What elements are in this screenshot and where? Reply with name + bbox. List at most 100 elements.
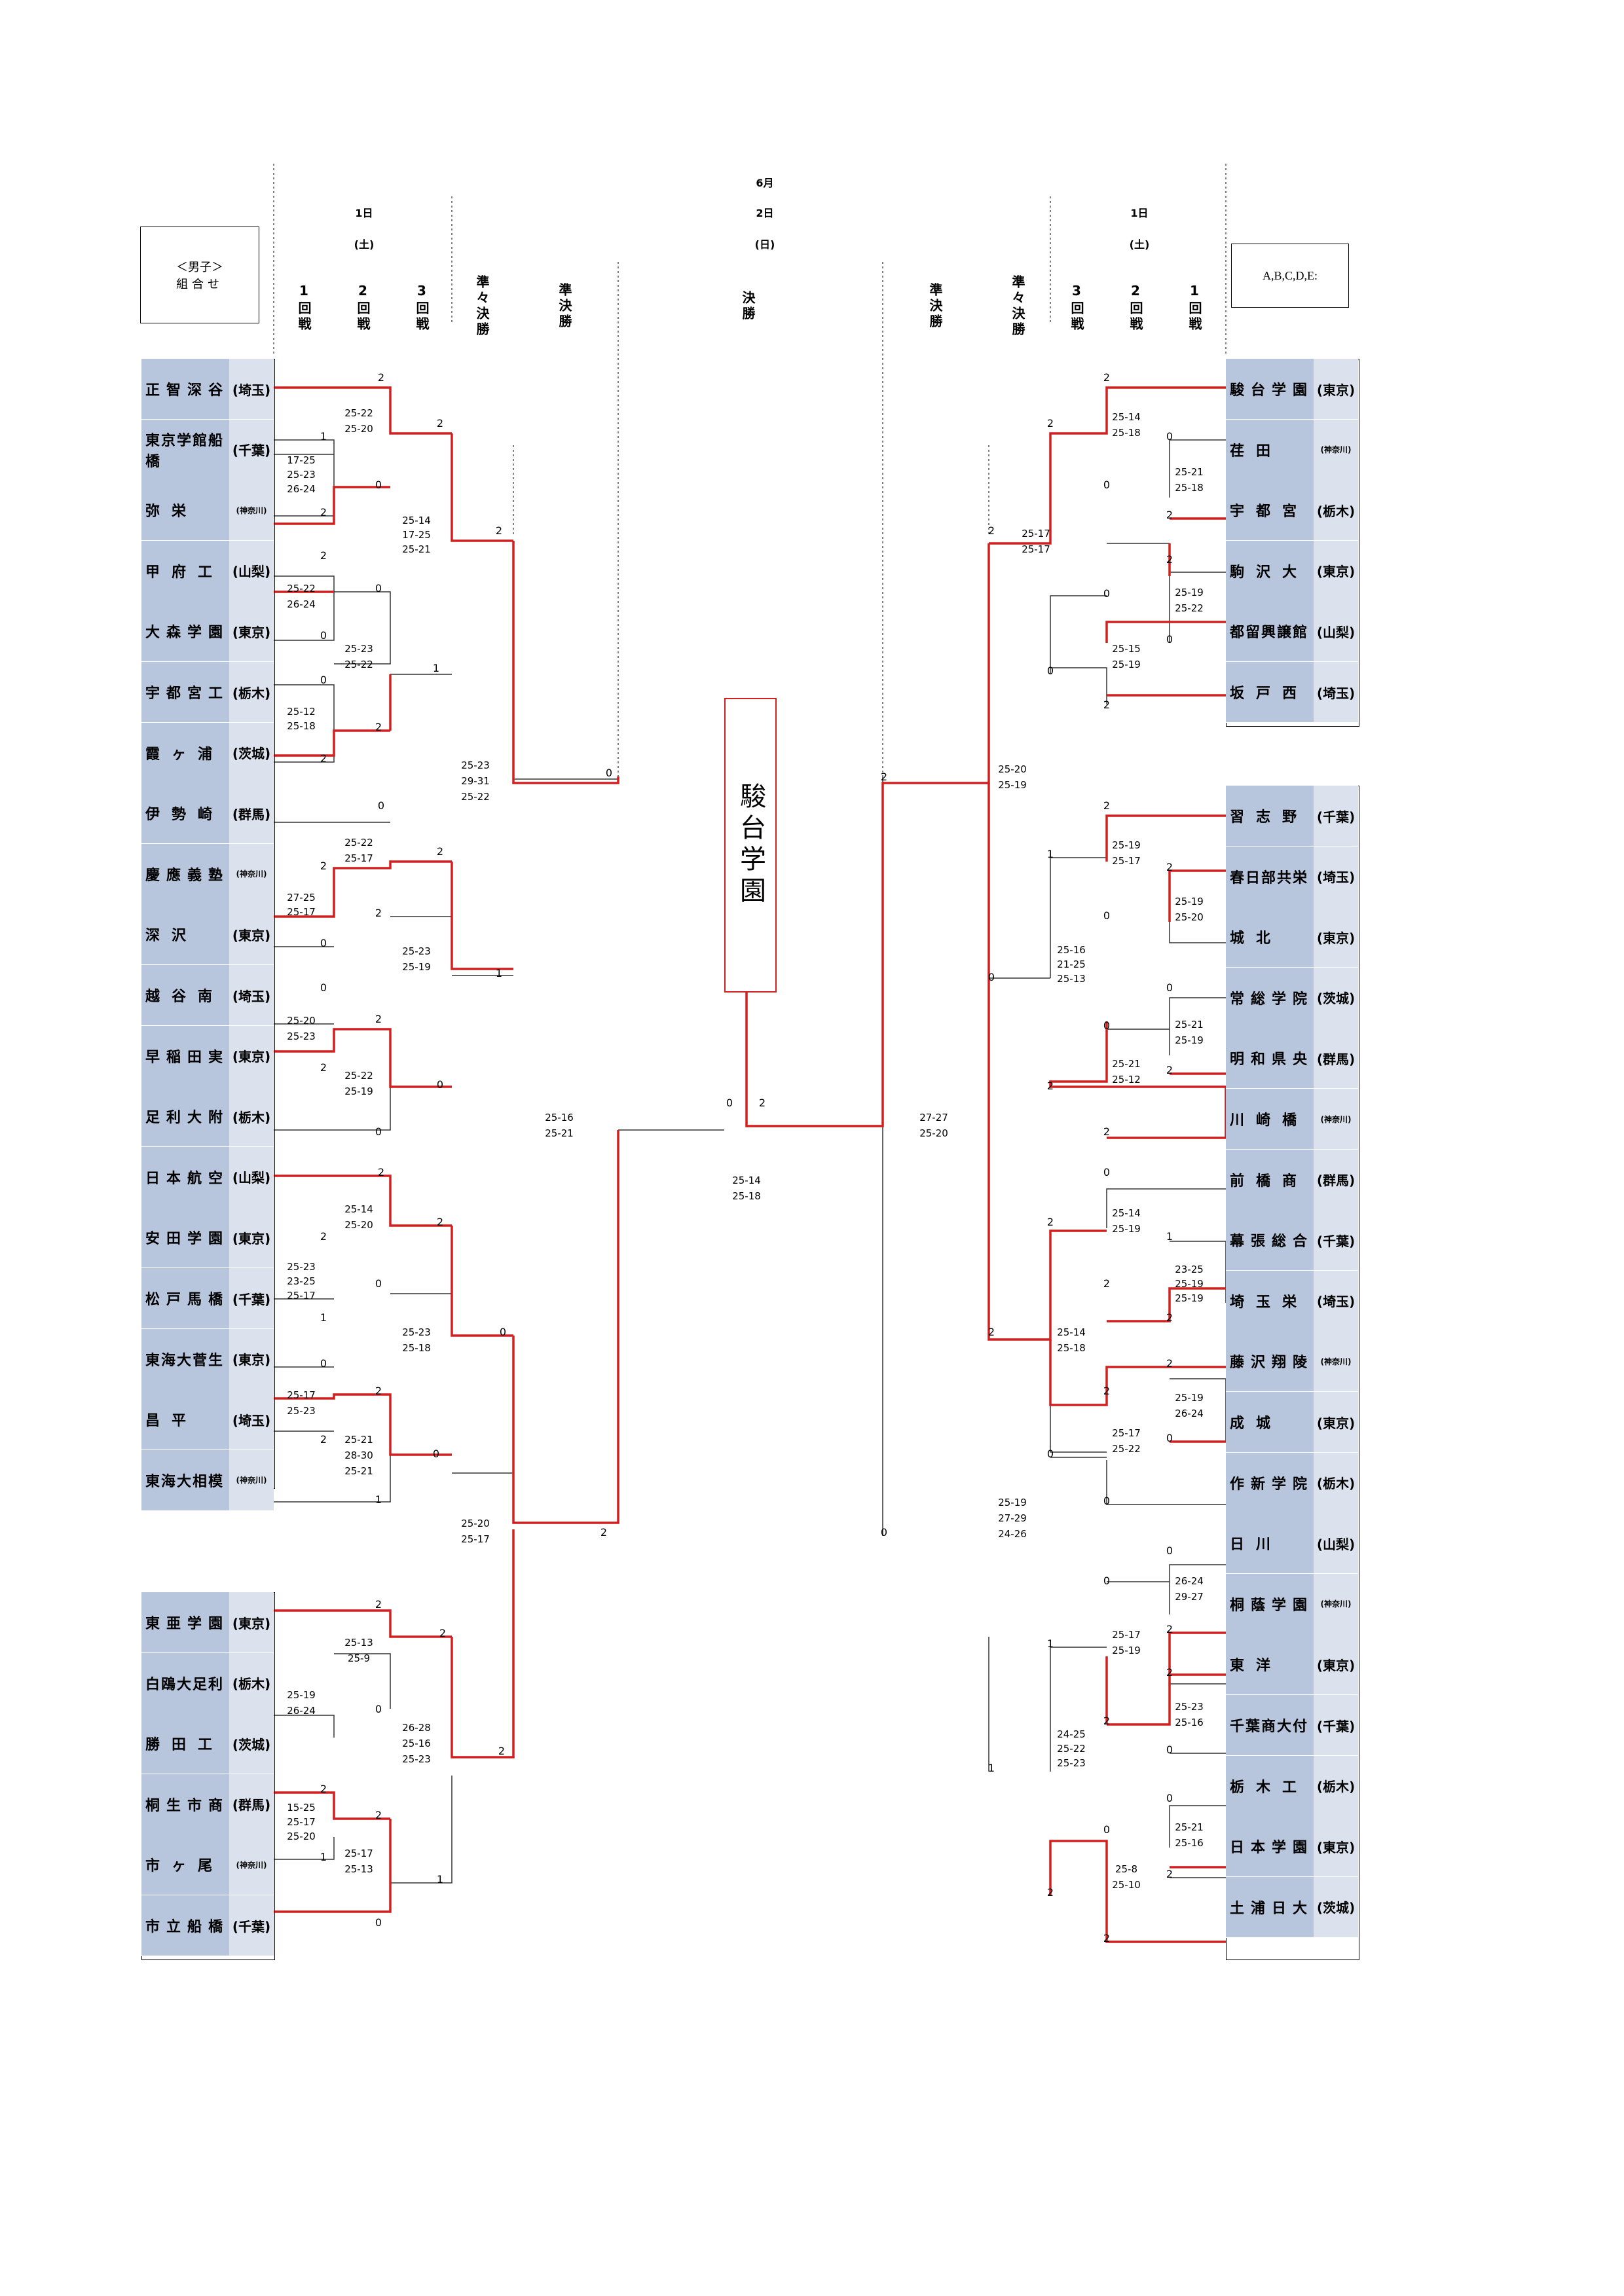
score-label: 25-21 [1112, 1058, 1141, 1070]
score-label: 2 [378, 371, 384, 384]
score-label: 0 [375, 1125, 382, 1138]
team-row: 松戸馬橋(千葉) [141, 1268, 274, 1329]
score-label: 25-23 [461, 759, 490, 771]
score-label: 25-13 [1057, 973, 1086, 985]
team-row: 春日部共栄(埼玉) [1226, 846, 1358, 907]
winner-line [274, 1393, 452, 1456]
score-label: 25-19 [1175, 1034, 1204, 1046]
team-name: 宇都宮 [1226, 480, 1314, 541]
score-label: 25-20 [919, 1127, 948, 1139]
score-label: 17-25 [402, 529, 431, 541]
score-label: 25-13 [344, 1863, 373, 1875]
score-label: 2 [1047, 1216, 1054, 1228]
score-label: 0 [1103, 1495, 1110, 1507]
final-day-label: 2日 [756, 207, 774, 219]
score-label: 2 [437, 417, 443, 429]
score-label: 25-20 [461, 1518, 490, 1529]
winner-line [274, 1609, 452, 1638]
score-label: 25-17 [287, 1290, 316, 1302]
team-row: 市立船橋(千葉) [141, 1895, 274, 1956]
team-row: 明和県央(群馬) [1226, 1028, 1358, 1089]
team-prefecture: (埼玉) [1314, 662, 1358, 722]
score-label: 25-18 [402, 1342, 431, 1354]
score-label: 25-23 [1057, 1757, 1086, 1769]
team-name: 駿台学園 [1226, 359, 1314, 419]
team-name: 甲府工 [141, 540, 229, 601]
score-label: 2 [375, 1013, 382, 1025]
bracket-line [334, 1653, 391, 1709]
score-label: 0 [881, 1526, 887, 1539]
bracket-line [1050, 595, 1107, 674]
team-row: 甲府工(山梨) [141, 540, 274, 602]
score-label: 25-19 [998, 779, 1027, 791]
score-label: 25-8 [1115, 1863, 1137, 1875]
team-row: 桐蔭学園(神奈川) [1226, 1573, 1358, 1635]
left-day-dow: (土) [354, 238, 375, 251]
score-label: 26-24 [287, 1705, 316, 1717]
legend-left-line1: ＜男子＞ [176, 261, 223, 274]
score-label: 27-27 [919, 1112, 948, 1123]
score-label: 2 [320, 549, 327, 562]
score-label: 0 [320, 674, 327, 686]
round-left-r2: 2回戦 [355, 283, 371, 333]
team-row: 大森学園(東京) [141, 601, 274, 663]
score-label: 25-19 [1112, 659, 1141, 670]
team-row: 土浦日大(茨城) [1226, 1876, 1358, 1938]
score-label: 0 [320, 981, 327, 994]
score-label: 27-29 [998, 1512, 1027, 1524]
winner-line [274, 860, 452, 918]
score-label: 2 [1166, 553, 1173, 566]
score-label: 25-19 [1175, 587, 1204, 598]
team-row: 足利大附(栃木) [141, 1086, 274, 1148]
score-label: 0 [1103, 587, 1110, 600]
team-prefecture: (茨城) [1314, 1876, 1358, 1937]
score-label: 25-17 [287, 906, 316, 918]
team-row: 習志野(千葉) [1226, 786, 1358, 847]
score-label: 0 [1166, 1544, 1173, 1557]
score-label: 25-22 [344, 407, 373, 419]
score-label: 25-17 [287, 1816, 316, 1828]
champion-box: 駿台学園 [724, 698, 777, 993]
score-label: 25-17 [287, 1389, 316, 1401]
team-prefecture: (神奈川) [229, 1449, 274, 1510]
team-row: 早稲田実(東京) [141, 1025, 274, 1087]
month-label: 6月 [756, 177, 774, 189]
score-label: 26-24 [287, 598, 316, 610]
score-label: 25-15 [1112, 643, 1141, 655]
team-row: 慶應義塾(神奈川) [141, 843, 274, 905]
score-label: 25-23 [402, 1326, 431, 1338]
team-name: 深沢 [141, 904, 229, 965]
team-prefecture: (東京) [1314, 359, 1358, 419]
score-label: 24-25 [1057, 1728, 1086, 1740]
score-label: 25-16 [545, 1112, 574, 1123]
score-label: 2 [375, 721, 382, 733]
team-prefecture: (群馬) [229, 783, 274, 844]
team-prefecture: (埼玉) [229, 359, 274, 419]
winner-line [274, 1791, 390, 1820]
team-prefecture: (茨城) [229, 722, 274, 783]
team-name: 日川 [1226, 1513, 1314, 1574]
score-label: 25-19 [998, 1497, 1027, 1508]
score-label: 29-31 [461, 775, 490, 787]
score-label: 25-19 [1175, 1278, 1204, 1290]
score-label: 2 [437, 845, 443, 858]
score-label: 2 [1047, 417, 1054, 429]
team-name: 宇都宮工 [141, 662, 229, 722]
team-name: 城北 [1226, 907, 1314, 968]
score-label: 0 [1166, 1743, 1173, 1756]
team-row: 昌平(埼玉) [141, 1389, 274, 1451]
team-row: 都留興譲館(山梨) [1226, 601, 1358, 663]
score-label: 0 [433, 1448, 439, 1460]
score-label: 25-19 [1112, 1645, 1141, 1656]
score-label: 1 [496, 967, 502, 979]
score-label: 0 [500, 1326, 506, 1338]
team-prefecture: (東京) [1314, 540, 1358, 601]
team-row: 成城(東京) [1226, 1392, 1358, 1453]
team-row: 常総学院(茨城) [1226, 967, 1358, 1029]
score-label: 26-24 [287, 483, 316, 495]
team-name: 東洋 [1226, 1634, 1314, 1695]
team-prefecture: (神奈川) [1314, 419, 1358, 480]
score-label: 26-28 [402, 1722, 431, 1734]
winner-line [1107, 1673, 1226, 1726]
team-name: 春日部共栄 [1226, 846, 1314, 907]
